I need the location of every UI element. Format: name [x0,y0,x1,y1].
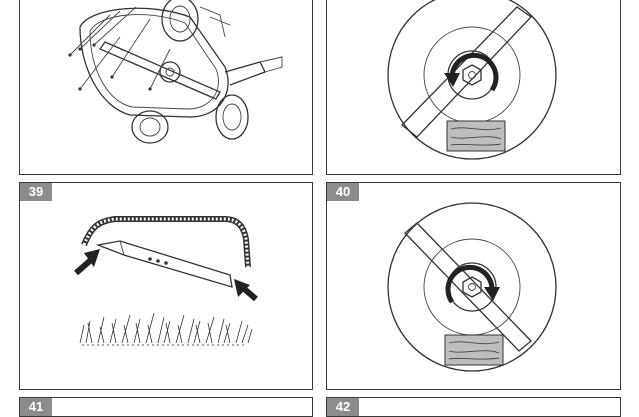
figure-41: 41 [19,397,313,417]
figure-blade-removal [326,0,621,175]
rotate-clockwise-icon [445,264,500,304]
figure-40-blade-mounting: 40 [326,182,621,390]
figure-42: 42 [326,397,621,417]
figure-mower-underside [19,0,313,175]
lawnmower-underside-illustration [68,0,283,144]
figure-number-badge: 42 [327,398,359,416]
figure-number-badge: 41 [20,398,52,416]
rotate-counterclockwise-icon [444,52,499,92]
arrow-icon [234,279,258,302]
wood-block-icon [444,334,504,366]
blade-sharpening-illustration [74,216,258,346]
figure-number-badge: 40 [327,183,359,201]
figure-number-badge: 39 [20,183,52,201]
figure-39-blade-sharpening: 39 [19,182,313,390]
arrow-icon [74,249,100,276]
wood-block-icon [446,120,506,152]
